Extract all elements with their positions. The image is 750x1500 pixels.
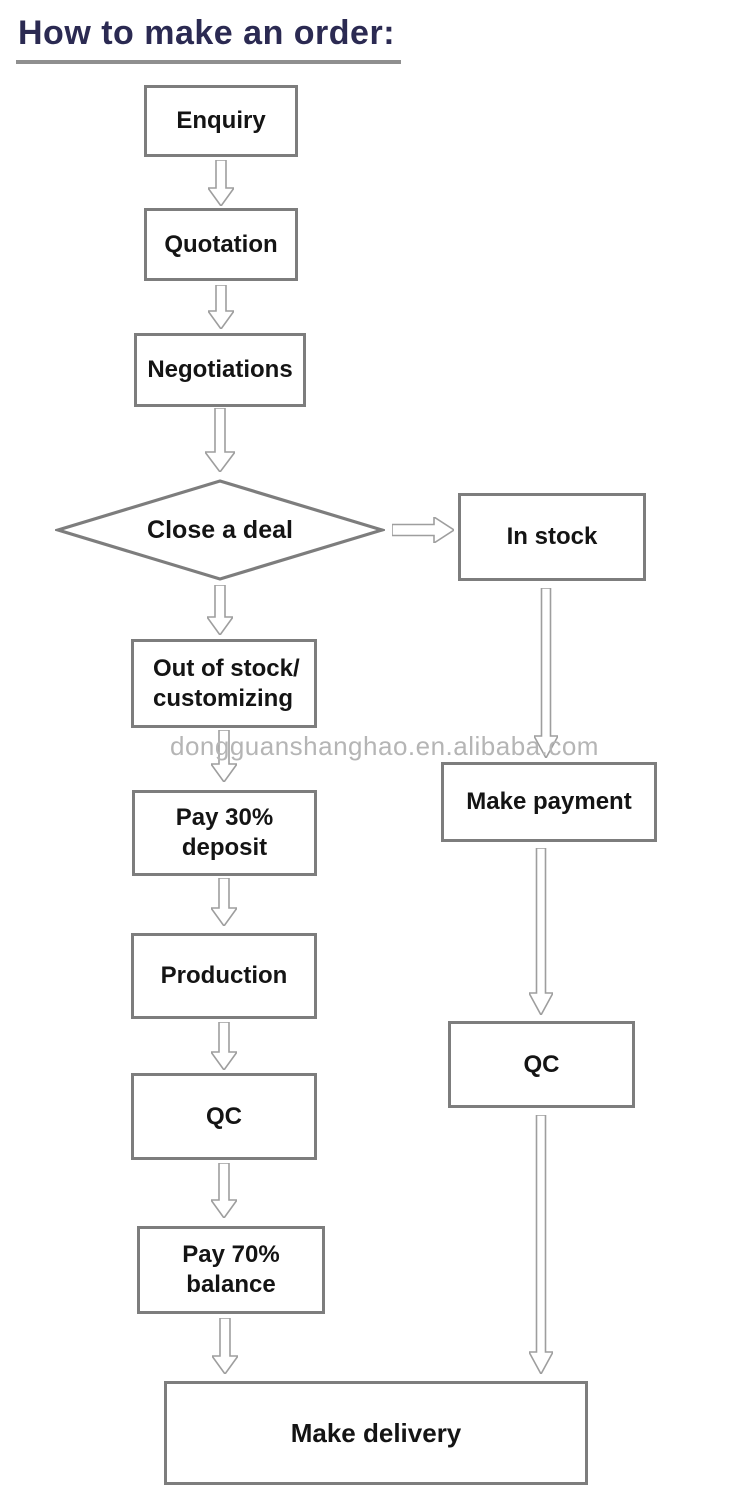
arrow-down-icon — [205, 408, 235, 472]
arrow-down-icon — [208, 285, 234, 329]
arrow-down-icon — [211, 1163, 237, 1218]
flow-node-make-payment: Make payment — [441, 762, 657, 842]
flow-node-qc-right: QC — [448, 1021, 635, 1108]
arrow-down-long-icon — [534, 588, 558, 758]
arrow-right-icon — [392, 517, 454, 543]
diamond-shape — [55, 479, 385, 581]
flow-node-close-deal: Close a deal — [55, 478, 385, 582]
flow-node-enquiry: Enquiry — [144, 85, 298, 157]
page-title: How to make an order: — [16, 14, 402, 64]
flow-node-negotiations: Negotiations — [134, 333, 306, 407]
arrow-down-long-icon — [529, 848, 553, 1015]
flow-node-pay-70-balance: Pay 70% balance — [137, 1226, 325, 1314]
flow-node-make-delivery: Make delivery — [164, 1381, 588, 1485]
arrow-down-icon — [212, 1318, 238, 1374]
arrow-down-icon — [211, 878, 237, 926]
arrow-down-long-icon — [529, 1115, 553, 1374]
flow-node-quotation: Quotation — [144, 208, 298, 281]
flow-node-in-stock: In stock — [458, 493, 646, 581]
flow-node-out-of-stock: Out of stock/ customizing — [131, 639, 317, 728]
flow-node-production: Production — [131, 933, 317, 1019]
arrow-down-icon — [208, 160, 234, 206]
flow-node-qc-left: QC — [131, 1073, 317, 1160]
arrow-down-icon — [211, 1022, 237, 1070]
watermark-text: dongguanshanghao.en.alibaba.com — [170, 731, 599, 761]
diamond-label: Close a deal — [147, 515, 293, 544]
arrow-down-icon — [211, 730, 237, 782]
arrow-down-icon — [207, 585, 233, 635]
flow-node-pay-30-deposit: Pay 30% deposit — [132, 790, 317, 876]
